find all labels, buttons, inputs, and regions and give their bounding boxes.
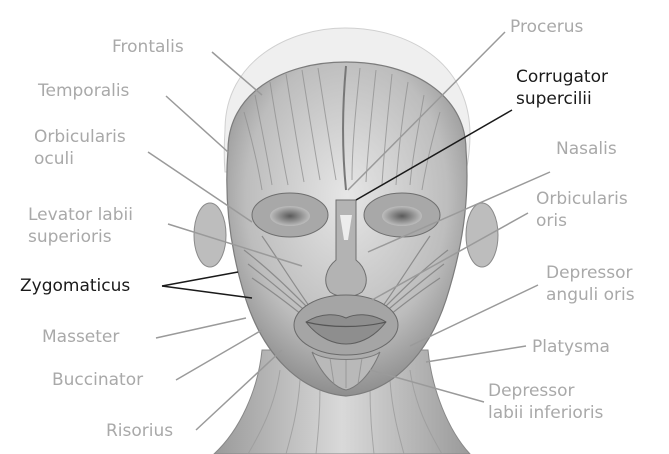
label-buccinator: Buccinator bbox=[52, 369, 143, 391]
right-eye bbox=[382, 206, 422, 226]
label-depressor-anguli-oris: Depressor anguli oris bbox=[546, 262, 635, 306]
right-ear bbox=[466, 203, 498, 267]
label-zygomaticus: Zygomaticus bbox=[20, 275, 130, 297]
left-eye bbox=[270, 206, 310, 226]
label-frontalis: Frontalis bbox=[112, 36, 184, 58]
label-nasalis: Nasalis bbox=[556, 138, 617, 160]
label-procerus: Procerus bbox=[510, 16, 583, 38]
left-ear bbox=[194, 203, 226, 267]
label-levator-labii-superioris: Levator labii superioris bbox=[28, 204, 133, 248]
label-corrugator-supercilii: Corrugator supercilii bbox=[516, 66, 608, 110]
label-orbicularis-oris: Orbicularis oris bbox=[536, 188, 628, 232]
label-platysma: Platysma bbox=[532, 336, 610, 358]
label-depressor-labii-inferioris: Depressor labii inferioris bbox=[488, 380, 603, 424]
label-risorius: Risorius bbox=[106, 420, 173, 442]
label-masseter: Masseter bbox=[42, 326, 119, 348]
label-orbicularis-oculi: Orbicularis oculi bbox=[34, 126, 126, 170]
label-temporalis: Temporalis bbox=[38, 80, 129, 102]
